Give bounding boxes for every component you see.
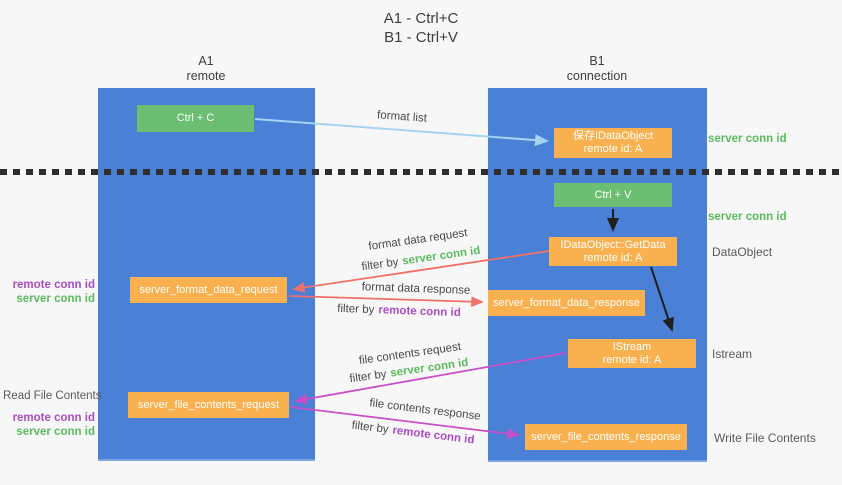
file-contents-response-label: file contents response	[368, 397, 482, 423]
format-list-label: format list	[376, 109, 428, 125]
node-istream-remote-id: remote id: A	[602, 353, 662, 366]
node-save-idataobject-remote-id: remote id: A	[583, 143, 643, 155]
server-conn-id-text: server conn id	[401, 244, 482, 268]
remote-conn-id-left-label-2: remote conn id	[12, 412, 95, 424]
lane-b1-name: B1	[589, 54, 605, 68]
filter-by-text: filter by	[348, 368, 388, 386]
lane-a1-name: A1	[198, 54, 214, 68]
node-format-response-label: server_format_data_response	[493, 296, 640, 309]
lane-header-b1-connection: B1 connection	[527, 54, 667, 84]
node-server-file-contents-request: server_file_contents_request	[128, 392, 289, 418]
dataobject-side-label: DataObject	[712, 245, 773, 259]
remote-conn-id-text: remote conn id	[378, 304, 461, 320]
server-conn-id-side-label-top: server conn id	[708, 133, 787, 145]
node-getdata-title: IDataObject::GetData	[560, 238, 666, 251]
conn-id-pair-format: remote conn id server conn id	[3, 278, 95, 306]
node-ctrl-c-label: Ctrl + C	[176, 112, 215, 124]
format-data-response-label: format data response	[361, 281, 471, 297]
node-file-request-label: server_file_contents_request	[137, 398, 280, 411]
remote-conn-id-text: remote conn id	[391, 424, 476, 447]
node-server-format-data-response: server_format_data_response	[488, 290, 645, 316]
node-istream: IStream remote id: A	[568, 339, 696, 368]
lane-a1-role: remote	[186, 69, 226, 83]
lane-b1-role: connection	[566, 69, 628, 83]
lane-header-a1-remote: A1 remote	[136, 54, 276, 84]
server-conn-id-left-label-1: server conn id	[16, 293, 95, 305]
dotted-divider-line	[0, 169, 842, 175]
node-getdata-remote-id: remote id: A	[583, 251, 643, 264]
diagram-title: A1 - Ctrl+C B1 - Ctrl+V	[0, 9, 842, 47]
server-conn-id-side-label-mid: server conn id	[708, 211, 787, 223]
node-ctrl-c: Ctrl + C	[137, 105, 254, 132]
node-format-request-label: server_format_data_request	[139, 283, 278, 296]
node-server-format-data-request: server_format_data_request	[130, 277, 287, 303]
node-save-idataobject: 保存IDataObject remote id: A	[554, 128, 672, 158]
node-server-file-contents-response: server_file_contents_response	[525, 424, 687, 450]
title-line-2: B1 - Ctrl+V	[384, 29, 458, 46]
node-idataobject-getdata: IDataObject::GetData remote id: A	[549, 237, 677, 266]
istream-side-label: Istream	[712, 347, 753, 361]
server-conn-id-left-label-2: server conn id	[16, 426, 95, 438]
read-file-contents-label: Read File Contents	[3, 390, 102, 402]
node-file-response-label: server_file_contents_response	[531, 430, 681, 443]
remote-conn-id-left-label-1: remote conn id	[12, 279, 95, 291]
conn-id-pair-file: remote conn id server conn id	[3, 411, 95, 439]
node-ctrl-v: Ctrl + V	[554, 183, 672, 207]
title-line-1: A1 - Ctrl+C	[383, 10, 459, 27]
filter-by-text: filter by	[337, 302, 375, 317]
filter-by-text: filter by	[350, 419, 390, 436]
node-ctrl-v-label: Ctrl + V	[594, 188, 632, 201]
filter-by-text: filter by	[360, 256, 400, 274]
node-istream-title: IStream	[612, 340, 652, 353]
format-data-response-arrow	[288, 295, 484, 308]
node-save-idataobject-title: 保存IDataObject	[572, 130, 654, 142]
write-file-contents-label: Write File Contents	[714, 431, 816, 445]
